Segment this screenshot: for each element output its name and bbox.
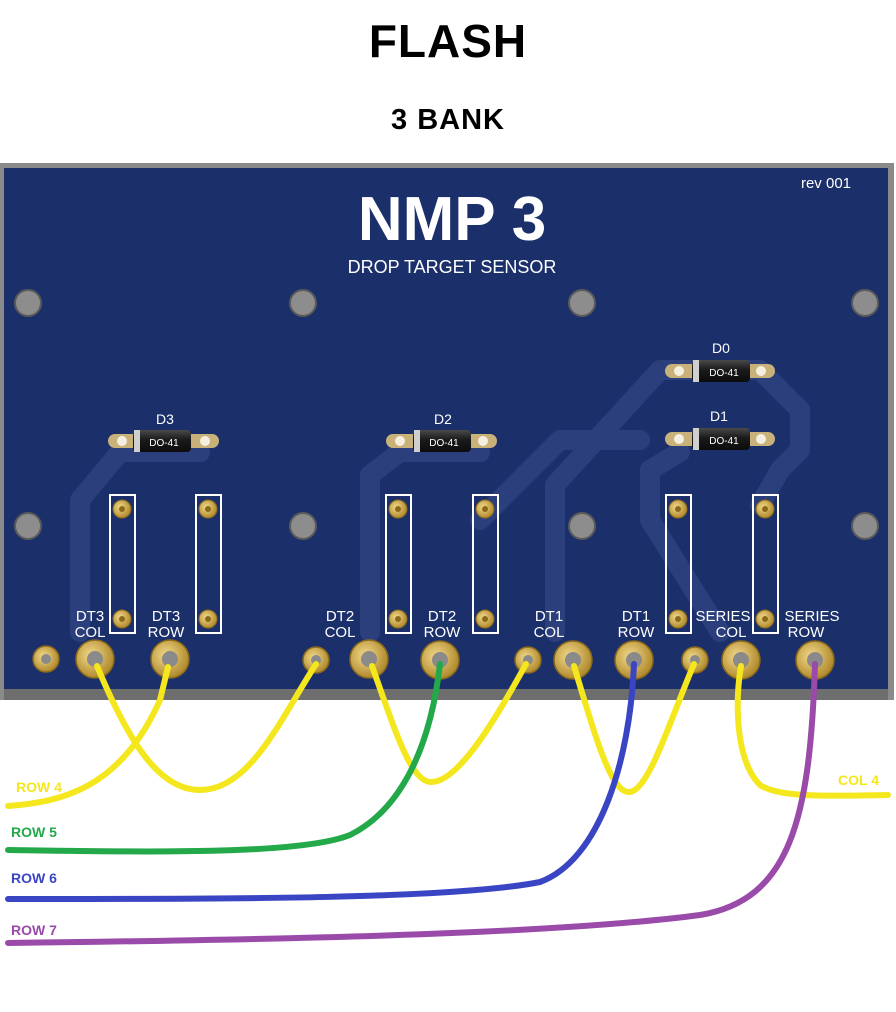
- terminal-label: DT1: [622, 608, 650, 625]
- wire-jumper-dt3-dt2: [94, 661, 319, 793]
- wire-jumper-dt1-series: [571, 661, 697, 795]
- diode-icon: [692, 360, 750, 382]
- terminal-labels: DT3 COL DT3 ROW DT2 COL DT2 ROW DT1 COL …: [75, 608, 840, 641]
- wire-row-7: [5, 661, 818, 946]
- switch-footprints: [109, 494, 779, 634]
- wire-label-row-7: ROW 7: [11, 922, 57, 938]
- terminal-label: COL: [325, 624, 356, 641]
- terminal-label: COL: [534, 624, 565, 641]
- wires: [5, 661, 891, 946]
- board-name: NMP 3: [358, 185, 546, 254]
- wire-label-col-4: COL 4: [838, 772, 879, 788]
- diode-icon: [413, 430, 471, 452]
- terminal-label: SERIES: [784, 608, 839, 625]
- diode-icon: [133, 430, 191, 452]
- terminal-label: DT2: [326, 608, 354, 625]
- diode-d2: D2 DO-41: [386, 411, 497, 452]
- diode-package: DO-41: [149, 438, 179, 449]
- mounting-hole-icon: [14, 289, 879, 540]
- terminal-label: ROW: [618, 624, 656, 641]
- terminal-label: DT3: [76, 608, 104, 625]
- diode-d3: D3 DO-41: [108, 411, 219, 452]
- wire-row-5: [5, 661, 443, 855]
- terminal-label: COL: [716, 624, 747, 641]
- terminal-label: DT2: [428, 608, 456, 625]
- terminal-label: ROW: [424, 624, 462, 641]
- terminal-label: ROW: [148, 624, 186, 641]
- diode-d0: D0 DO-41: [665, 340, 775, 382]
- board-revision: rev 001: [801, 175, 851, 192]
- diode-ref: D0: [712, 340, 730, 356]
- terminal-label: DT1: [535, 608, 563, 625]
- wire-col-4: [734, 663, 891, 799]
- diode-ref: D1: [710, 408, 728, 424]
- wire-label-row-4: ROW 4: [16, 779, 62, 795]
- terminal-label: SERIES: [695, 608, 750, 625]
- wire-label-row-6: ROW 6: [11, 870, 57, 886]
- diode-ref: D3: [156, 411, 174, 427]
- diode-package: DO-41: [429, 438, 459, 449]
- terminal-label: ROW: [788, 624, 826, 641]
- board-description: DROP TARGET SENSOR: [348, 257, 557, 277]
- wire-row-4: [5, 664, 171, 809]
- diode-package: DO-41: [709, 436, 739, 447]
- diode-icon: [692, 428, 750, 450]
- page-subtitle: 3 BANK: [391, 104, 505, 136]
- diode-ref: D2: [434, 411, 452, 427]
- terminal-label: DT3: [152, 608, 180, 625]
- wire-row-6: [5, 661, 637, 903]
- wire-jumper-dt2-dt1: [369, 661, 529, 785]
- diode-d1: D1 DO-41: [665, 408, 775, 450]
- page-title: FLASH: [368, 15, 528, 67]
- diode-package: DO-41: [709, 368, 739, 379]
- wire-label-row-5: ROW 5: [11, 824, 57, 840]
- pcb-board: NMP 3 DROP TARGET SENSOR rev 001 D3 DO-4…: [0, 163, 894, 700]
- terminal-label: COL: [75, 624, 106, 641]
